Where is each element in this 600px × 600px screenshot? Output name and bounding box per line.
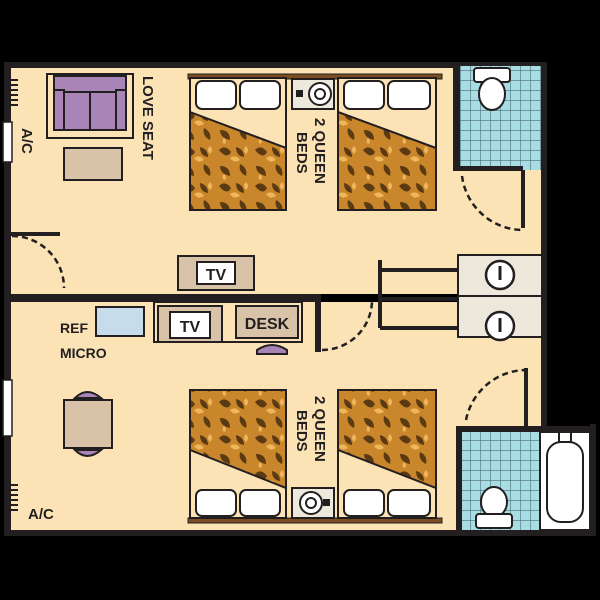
- beds-label-bottom-line1: 2 QUEEN: [311, 396, 328, 462]
- door-swing-icon: [464, 368, 527, 421]
- micro-label: MICRO: [60, 345, 107, 361]
- bed-top-right: [337, 77, 437, 211]
- chair-icon: [256, 344, 288, 355]
- tv-top: [177, 255, 255, 291]
- window-icon: [2, 121, 13, 437]
- ref-label: REF: [60, 320, 88, 336]
- bathroom-bottom: [456, 368, 596, 536]
- ac-label-bottom: A/C: [28, 506, 54, 523]
- love-seat-label: LOVE SEAT: [139, 76, 156, 160]
- tv-label-top: TV: [206, 267, 227, 284]
- beds-label-top-line1: 2 QUEEN: [311, 118, 328, 184]
- bed-top-left: [189, 77, 287, 211]
- refrigerator: [95, 306, 145, 337]
- lamp-icon: [291, 487, 335, 519]
- beds-label-bottom-line2: BEDS: [293, 410, 310, 452]
- bathroom-top: [453, 62, 541, 232]
- vanity: [457, 254, 543, 342]
- ac-vent-top: [11, 79, 18, 106]
- bed-bottom-right: [337, 389, 437, 519]
- door-swing-icon: [460, 175, 525, 232]
- coffee-table: [63, 147, 123, 181]
- toilet-icon: [473, 67, 511, 111]
- desk-label: DESK: [245, 316, 290, 333]
- outer-walls: [4, 62, 596, 536]
- beds-label-top-line2: BEDS: [293, 132, 310, 174]
- tv-label-bottom: TV: [180, 319, 201, 336]
- sink-icon: [484, 259, 516, 291]
- ac-vent-bottom: [11, 484, 18, 511]
- ac-label-top: A/C: [18, 128, 35, 154]
- divider-wall-stub: [315, 294, 321, 352]
- bed-bottom-left: [189, 389, 287, 519]
- divider-wall: [10, 294, 320, 302]
- lamp-icon: [291, 78, 335, 110]
- dining-set: [63, 391, 113, 457]
- sink-icon: [484, 310, 516, 342]
- love-seat: [46, 73, 134, 139]
- toilet-icon: [475, 486, 513, 529]
- desk: [153, 301, 303, 343]
- closet-rods: [378, 260, 458, 330]
- door-swing-icon: [11, 234, 374, 352]
- bathtub-icon: [539, 431, 591, 531]
